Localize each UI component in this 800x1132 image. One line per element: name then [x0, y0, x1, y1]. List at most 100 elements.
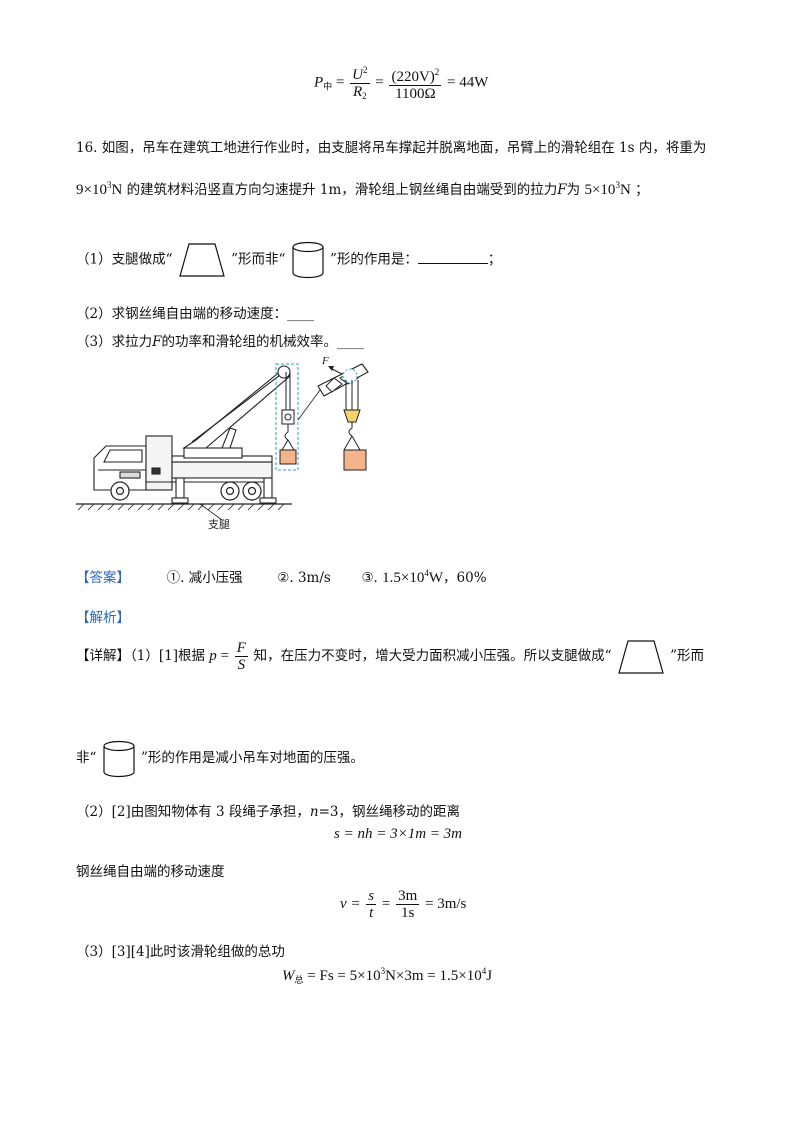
wheels — [110, 481, 262, 501]
analysis-p2: （2）[2]由图知物体有 3 段绳子承担，n=3，钢丝绳移动的距离 — [76, 800, 460, 820]
q16-line2-mid: 的建筑材料沿竖直方向匀速提升 1m，滑轮组上钢丝绳自由端受到的拉力 — [126, 182, 558, 198]
force-unit: N — [619, 182, 631, 198]
formula-r-sub: 2 — [362, 91, 367, 101]
answer-3-prefix: ③. — [361, 570, 378, 586]
force-value: 5×103N — [584, 180, 631, 198]
formula-lhs-sub: 中 — [323, 81, 333, 92]
analysis-p3: （3）[3][4]此时该滑轮组做的总功 — [76, 944, 285, 960]
formula-r: R — [352, 84, 363, 100]
fraction-numeric: (220V)2 1100Ω — [389, 64, 442, 102]
formula-u-exp: 2 — [363, 65, 368, 75]
detail-tag: 【详解】 — [76, 648, 130, 664]
answer-line: 【答案】 ①. 减小压强 ②. 3m/s ③. 1.5×104W，60% — [76, 566, 487, 587]
power-formula: P中 = U2 R2 = (220V)2 1100Ω = 44W — [314, 62, 488, 104]
sub3-text-b: 的功率和滑轮组的机械效率。____ — [161, 334, 364, 350]
p1-text-e: ”形的作用是减小吊车对地面的压强。 — [141, 750, 364, 766]
eq-w-exp2: 4 — [481, 966, 487, 976]
pulley-detail — [317, 363, 369, 471]
outrigger-legs — [171, 477, 277, 504]
analysis-tag: 【解析】 — [76, 610, 130, 626]
eq-work: W总 = Fs = 5×103N×3m = 1.5×104J — [282, 966, 492, 986]
answer-tag: 【答案】 — [76, 570, 130, 586]
analysis-p1-cont: 非“ ”形的作用是减小吊车对地面的压强。 — [76, 738, 364, 779]
cylinder-icon — [292, 241, 324, 279]
analysis-p2-cont: 钢丝绳自由端的移动速度 — [76, 864, 225, 880]
load-value: 9×103N — [76, 180, 123, 198]
p1-text-b: 知，在压力不变时，增大受力面积减小压强。所以支腿做成“ — [253, 648, 612, 664]
eq-w-mid: = Fs = 5×10 — [307, 968, 381, 984]
force-coef: 5×10 — [584, 182, 616, 198]
crane-figure: 支腿 F — [76, 355, 369, 531]
answer-3-unit: W — [428, 570, 444, 586]
p-den: S — [237, 657, 246, 674]
sub1-text-b: ”形而非“ — [231, 251, 286, 268]
eq-v-d2: 1s — [401, 905, 415, 921]
formula-result: = 44W — [447, 74, 489, 91]
q16-line1: 16. 如图，吊车在建筑工地进行作业时，由支腿将吊车撑起并脱离地面，吊臂上的滑轮… — [76, 140, 707, 156]
p1-text-c: ”形而 — [670, 648, 705, 664]
q16-line2-end: ； — [635, 182, 649, 198]
eq-v-d1: t — [369, 905, 374, 921]
eq-w-exp1: 3 — [380, 966, 386, 976]
eq-v-result: = 3m/s — [425, 895, 467, 912]
sub3-f: F — [152, 334, 162, 350]
answer-3-end: ，60% — [443, 570, 487, 586]
formula-num2: (220V) — [391, 69, 435, 85]
answer-blank-1[interactable] — [417, 251, 488, 264]
force-var: F — [557, 182, 567, 198]
p2-n: n — [309, 804, 319, 820]
leg-leader-line — [199, 503, 223, 521]
trapezoid-icon-analysis — [618, 639, 664, 674]
truck-cab — [93, 445, 147, 491]
q16-sub1: （1）支腿做成“ ”形而非“ ”形的作用是：； — [76, 240, 501, 280]
p2-text-a: （2）[2]由图知物体有 3 段绳子承担， — [76, 804, 310, 820]
cylinder-icon-analysis — [103, 740, 135, 777]
eq-v-n2: 3m — [396, 888, 420, 905]
load-unit: N — [111, 182, 123, 198]
zoom-leader — [297, 389, 321, 421]
q16-line2-wei: 为 — [566, 182, 581, 198]
answer-1: ①. 减小压强 — [166, 570, 243, 586]
ground-hatch — [76, 503, 292, 511]
fraction-u2-r2: U2 R2 — [350, 62, 370, 104]
p1-text-a: （1）[1]根据 — [130, 648, 205, 664]
p2-text-b: =3，钢丝绳移动的距离 — [318, 804, 460, 820]
eq-w-lhs: W — [282, 968, 295, 984]
force-label: F — [321, 355, 329, 367]
eq-v-n1: s — [368, 888, 375, 904]
answer-3-coef: 1.5×10 — [382, 570, 425, 586]
formula-den2: 1100Ω — [395, 86, 436, 102]
leg-label: 支腿 — [208, 518, 230, 531]
eq-w-sub: 总 — [294, 975, 304, 985]
load-exp: 3 — [106, 180, 112, 190]
formula-u: U — [352, 67, 363, 83]
sub3-text-a: （3）求拉力 — [76, 334, 153, 350]
load-coef: 9×10 — [76, 182, 107, 198]
eq-w-mid2: N×3m = 1.5×10 — [385, 968, 482, 984]
sub1-text-c: ”形的作用是： — [330, 251, 418, 268]
truck-chassis — [145, 435, 273, 491]
eq-w-end: J — [486, 968, 493, 984]
answer-2: ②. 3m/s — [277, 570, 331, 586]
rope-and-load — [279, 372, 297, 465]
sub1-text-a: （1）支腿做成“ — [76, 251, 173, 268]
zoom-box — [275, 363, 299, 471]
p1-text-d: 非“ — [76, 750, 97, 766]
formula-num2-exp: 2 — [434, 67, 440, 77]
eq-distance: s = nh = 3×1m = 3m — [334, 826, 462, 842]
p-num: F — [236, 640, 246, 657]
crane-boom — [182, 365, 291, 459]
formula-lhs: P — [314, 74, 324, 91]
force-exp: 3 — [615, 180, 620, 190]
eq-v-lhs: v = — [340, 895, 361, 912]
answer-3-exp: 4 — [424, 568, 429, 578]
p-var: p — [209, 648, 217, 664]
q16-sub2: （2）求钢丝绳自由端的移动速度：____ — [76, 306, 315, 322]
q16-line2: 9×103N 的建筑材料沿竖直方向匀速提升 1m，滑轮组上钢丝绳自由端受到的拉力… — [76, 178, 649, 199]
